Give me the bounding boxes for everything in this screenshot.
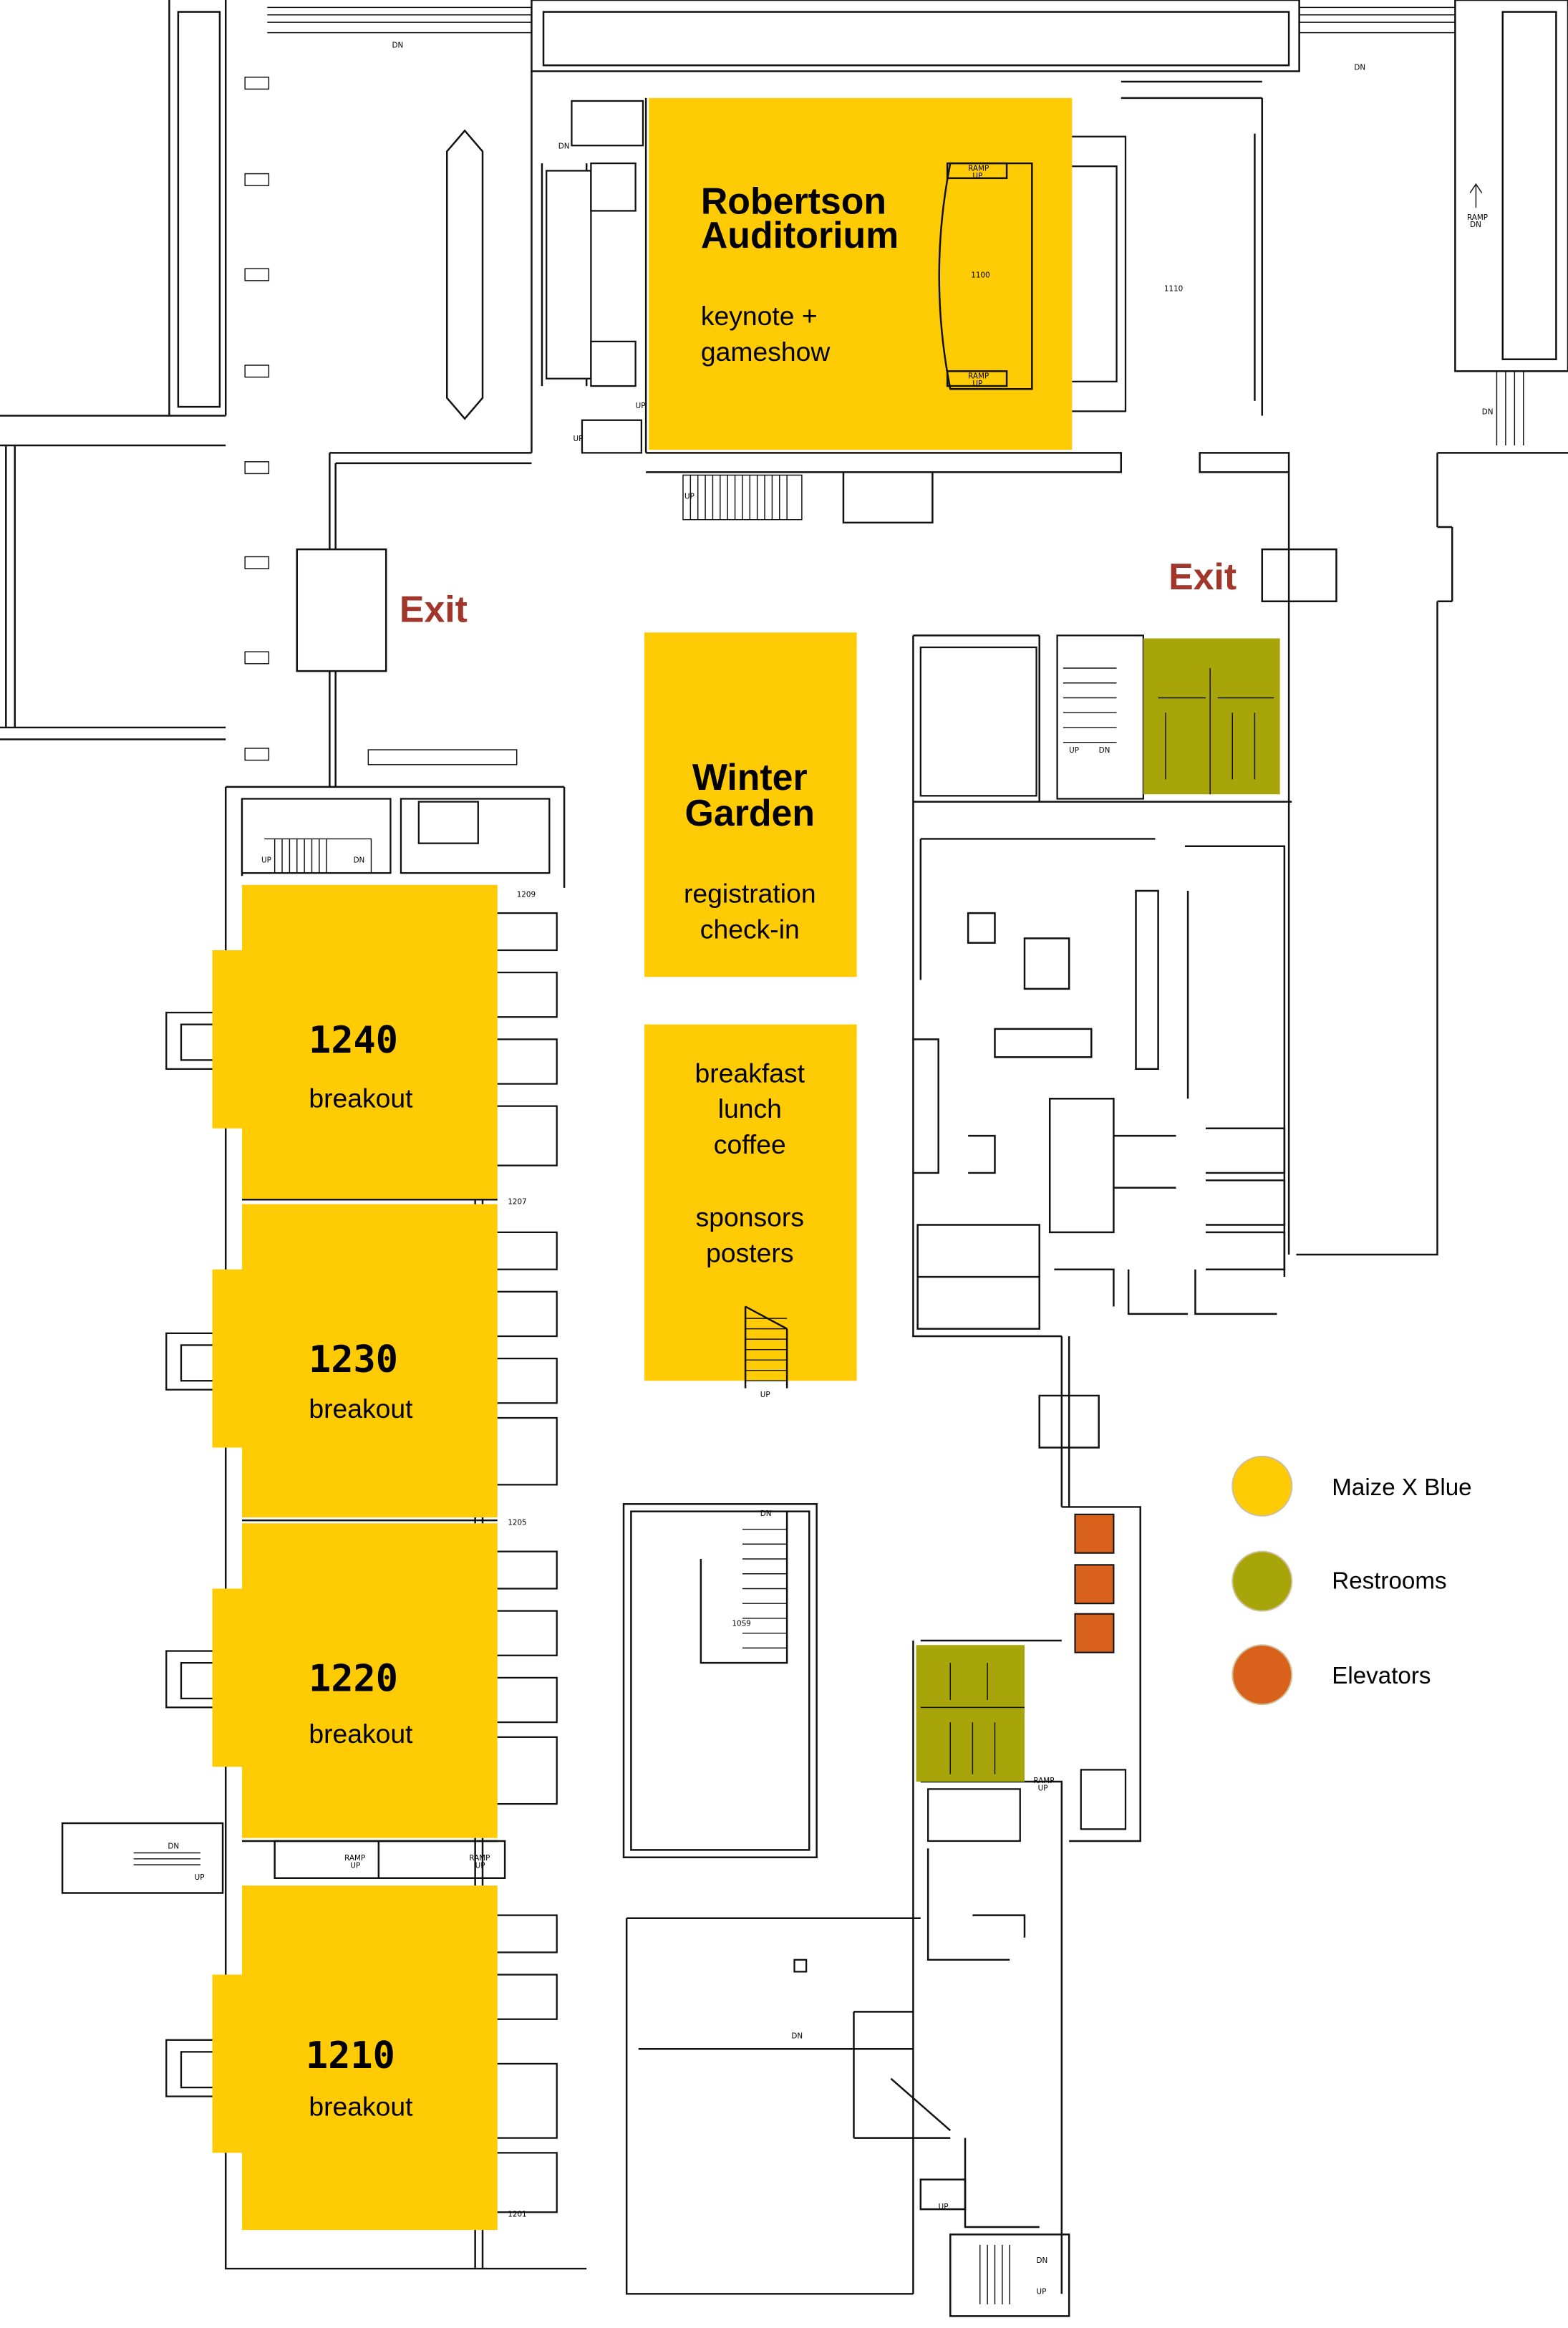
room-label: breakout	[309, 1083, 413, 1114]
ramp-dir: UP	[972, 172, 982, 180]
winter-garden-desc: check-in	[700, 914, 800, 944]
stairs-icon	[744, 1305, 788, 1388]
ramp-up-label: UP	[1038, 1784, 1048, 1792]
room-number: 1210	[306, 2034, 395, 2077]
stair-dn-label: DN	[354, 856, 365, 865]
room-number: 1209	[517, 890, 536, 899]
legend-swatch-maize	[1231, 1455, 1293, 1517]
winter-garden-desc: registration	[684, 879, 816, 909]
ramp-label: RAMP	[1467, 213, 1488, 222]
exit-label-right[interactable]: Exit	[1168, 556, 1237, 597]
room-number: 1110	[1164, 284, 1183, 293]
food-area-fill	[644, 1024, 857, 1381]
room-label: breakout	[309, 2092, 413, 2122]
auditorium-title: Auditorium	[701, 214, 899, 256]
stair-dn-label: DN	[1037, 2256, 1048, 2265]
stage-outline	[938, 162, 1033, 390]
room-fill	[212, 1204, 498, 1517]
room-fill	[212, 884, 498, 1200]
elevator	[1074, 1564, 1115, 1605]
stair-up-label: UP	[760, 1391, 770, 1399]
restroom-lower[interactable]	[916, 1645, 1025, 1782]
stair-dn-label: DN	[791, 2032, 803, 2041]
winter-garden-title: Winter	[692, 756, 808, 798]
breakout-1220[interactable]: 1220 breakout	[212, 1523, 498, 1838]
ramp-up-label: UP	[475, 1861, 485, 1870]
elevator	[1074, 1613, 1115, 1653]
room-fill	[212, 1885, 498, 2231]
room-number: 1100	[971, 271, 989, 280]
room-number: 1220	[309, 1658, 398, 1701]
exit-label-left[interactable]: Exit	[400, 589, 468, 630]
winter-garden-fill	[644, 632, 857, 977]
auditorium-desc: gameshow	[701, 337, 831, 367]
stair-dn-label: DN	[168, 1842, 179, 1850]
stair-dn-label: DN	[558, 142, 570, 150]
legend-label: Restrooms	[1332, 1568, 1446, 1594]
breakout-1210[interactable]: 1210 breakout	[212, 1885, 498, 2231]
elevators[interactable]	[1074, 1513, 1115, 1653]
stair-up-label: UP	[195, 1873, 205, 1882]
stair-dn-label: DN	[392, 41, 404, 49]
ramp-up-label: UP	[350, 1861, 360, 1870]
ramp-label: RAMP	[344, 1854, 365, 1863]
ramp-label: RAMP	[1033, 1777, 1054, 1785]
stair-dn-label: DN	[1482, 407, 1494, 416]
room-number: 1205	[508, 1518, 526, 1527]
stair-up-label: UP	[1069, 746, 1079, 755]
room-number: 1207	[508, 1197, 526, 1206]
legend-label: Maize X Blue	[1332, 1474, 1471, 1501]
room-number: 10S9	[732, 1619, 750, 1628]
stair-up-label: UP	[574, 435, 584, 443]
food-area-text: coffee	[714, 1129, 786, 1159]
breakout-1230[interactable]: 1230 breakout	[212, 1204, 498, 1517]
stair-dn-label: DN	[1099, 746, 1110, 755]
legend: Maize X Blue Restrooms Elevators	[1231, 1455, 1472, 1706]
winter-garden-title: Garden	[685, 792, 815, 834]
elevator	[1074, 1513, 1115, 1554]
auditorium-fill	[649, 97, 1073, 450]
ramp-box	[946, 370, 1008, 387]
ramp-label: RAMP	[968, 372, 989, 381]
stair-up-label: UP	[939, 2203, 949, 2211]
room-fill	[212, 1523, 498, 1838]
food-area-text: lunch	[718, 1093, 782, 1124]
stair-dn-label: DN	[1470, 221, 1481, 229]
winter-garden-zone[interactable]: Winter Garden registration check-in	[644, 632, 857, 977]
breakout-1240[interactable]: 1240 breakout	[212, 884, 498, 1200]
room-label: breakout	[309, 1719, 413, 1749]
food-area-text: sponsors	[696, 1202, 804, 1232]
ramp-label: RAMP	[469, 1854, 490, 1863]
restroom-fill	[1143, 638, 1280, 795]
ramp-box	[946, 162, 1008, 180]
restroom-upper[interactable]	[1143, 638, 1280, 795]
stair-up-label: UP	[1037, 2287, 1047, 2296]
food-area-text: posters	[706, 1237, 793, 1267]
legend-swatch-restrooms	[1231, 1550, 1293, 1612]
stair-dn-label: DN	[760, 1510, 772, 1518]
stair-up-label: UP	[636, 402, 646, 410]
restroom-fill	[916, 1645, 1025, 1782]
auditorium-desc: keynote +	[701, 301, 818, 331]
room-number: 1230	[309, 1338, 398, 1381]
ramp-dir: UP	[972, 380, 982, 388]
food-area-text: breakfast	[695, 1058, 805, 1088]
auditorium-title: Robertson	[701, 180, 886, 222]
legend-label: Elevators	[1332, 1663, 1431, 1689]
stair-dn-label: DN	[1354, 63, 1365, 72]
room-number: 1201	[508, 2211, 526, 2219]
room-number: 1240	[309, 1019, 398, 1062]
stair-up-label: UP	[261, 856, 271, 865]
auditorium-zone[interactable]: RAMP UP RAMP UP 1100 Robertson Auditoriu…	[649, 97, 1073, 450]
stair-up-label: UP	[684, 493, 695, 501]
room-label: breakout	[309, 1394, 413, 1424]
room-dividers	[242, 1199, 498, 1842]
legend-swatch-elevators	[1231, 1644, 1293, 1706]
food-sponsor-zone[interactable]: breakfast lunch coffee sponsors posters …	[644, 1024, 857, 1399]
ramp-label: RAMP	[968, 164, 989, 173]
